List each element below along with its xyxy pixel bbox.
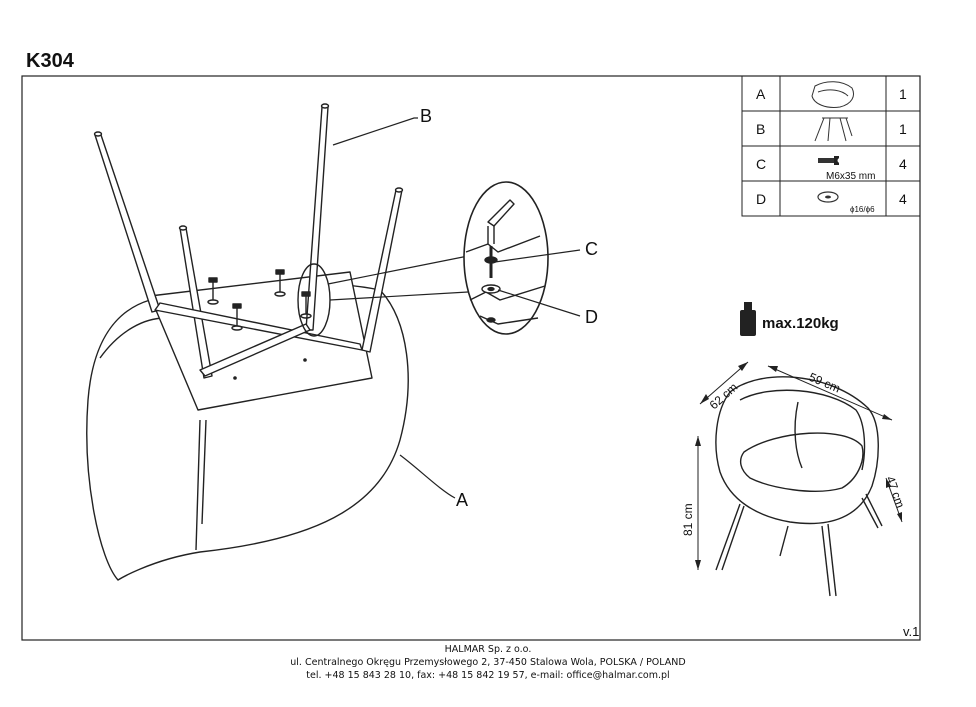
part-letter-d: D bbox=[756, 191, 766, 207]
washer-spec: ϕ16/ϕ6 bbox=[850, 205, 875, 214]
company-footer: HALMAR Sp. z o.o. ul. Centralnego Okręgu… bbox=[0, 643, 976, 682]
leg-frame bbox=[93, 103, 404, 379]
dimension-height: 81 cm bbox=[681, 503, 695, 536]
chair-dimension-view bbox=[715, 376, 883, 597]
callout-c: C bbox=[585, 239, 598, 259]
drawing-frame bbox=[21, 75, 921, 641]
bolt-icon bbox=[818, 156, 843, 165]
seat-shell-inner-edge bbox=[99, 317, 166, 359]
version-label: v.1 bbox=[903, 624, 920, 639]
bolt-spec: M6x35 mm bbox=[826, 171, 875, 182]
detail-view bbox=[463, 181, 549, 335]
model-code: K304 bbox=[26, 50, 74, 72]
bolts-exploded bbox=[207, 269, 312, 331]
parts-table-qty: 1 1 4 4 bbox=[899, 86, 907, 207]
main-drawing bbox=[86, 103, 549, 581]
dimension-seat-height: 47 cm bbox=[883, 474, 907, 510]
part-letter-b: B bbox=[756, 121, 765, 137]
dimension-lines bbox=[697, 361, 903, 570]
part-letter-c: C bbox=[756, 156, 766, 172]
seat-shell bbox=[86, 282, 409, 581]
callout-d: D bbox=[585, 307, 598, 327]
callout-a: A bbox=[456, 490, 468, 510]
parts-table-letters: A B C D bbox=[756, 86, 766, 207]
company-address: ul. Centralnego Okręgu Przemysłowego 2, … bbox=[290, 657, 686, 668]
part-letter-a: A bbox=[756, 86, 766, 102]
part-qty-b: 1 bbox=[899, 121, 907, 137]
part-qty-c: 4 bbox=[899, 156, 907, 172]
seat-shell-icon bbox=[811, 81, 854, 108]
part-qty-a: 1 bbox=[899, 86, 907, 102]
dimension-arrowheads bbox=[695, 362, 902, 570]
company-contact: tel. +48 15 843 28 10, fax: +48 15 842 1… bbox=[306, 670, 670, 681]
parts-table bbox=[741, 75, 921, 217]
part-qty-d: 4 bbox=[899, 191, 907, 207]
leg-frame-icon bbox=[814, 117, 853, 142]
weight-icon bbox=[740, 302, 756, 336]
company-name: HALMAR Sp. z o.o. bbox=[444, 644, 532, 655]
max-load-label: max.120kg bbox=[762, 315, 839, 332]
callout-leaders bbox=[332, 117, 581, 499]
callout-b: B bbox=[420, 106, 432, 126]
seat-seam-2 bbox=[201, 419, 207, 525]
washer-icon bbox=[817, 191, 839, 203]
detail-contents bbox=[465, 199, 546, 325]
seat-seam bbox=[195, 419, 201, 551]
